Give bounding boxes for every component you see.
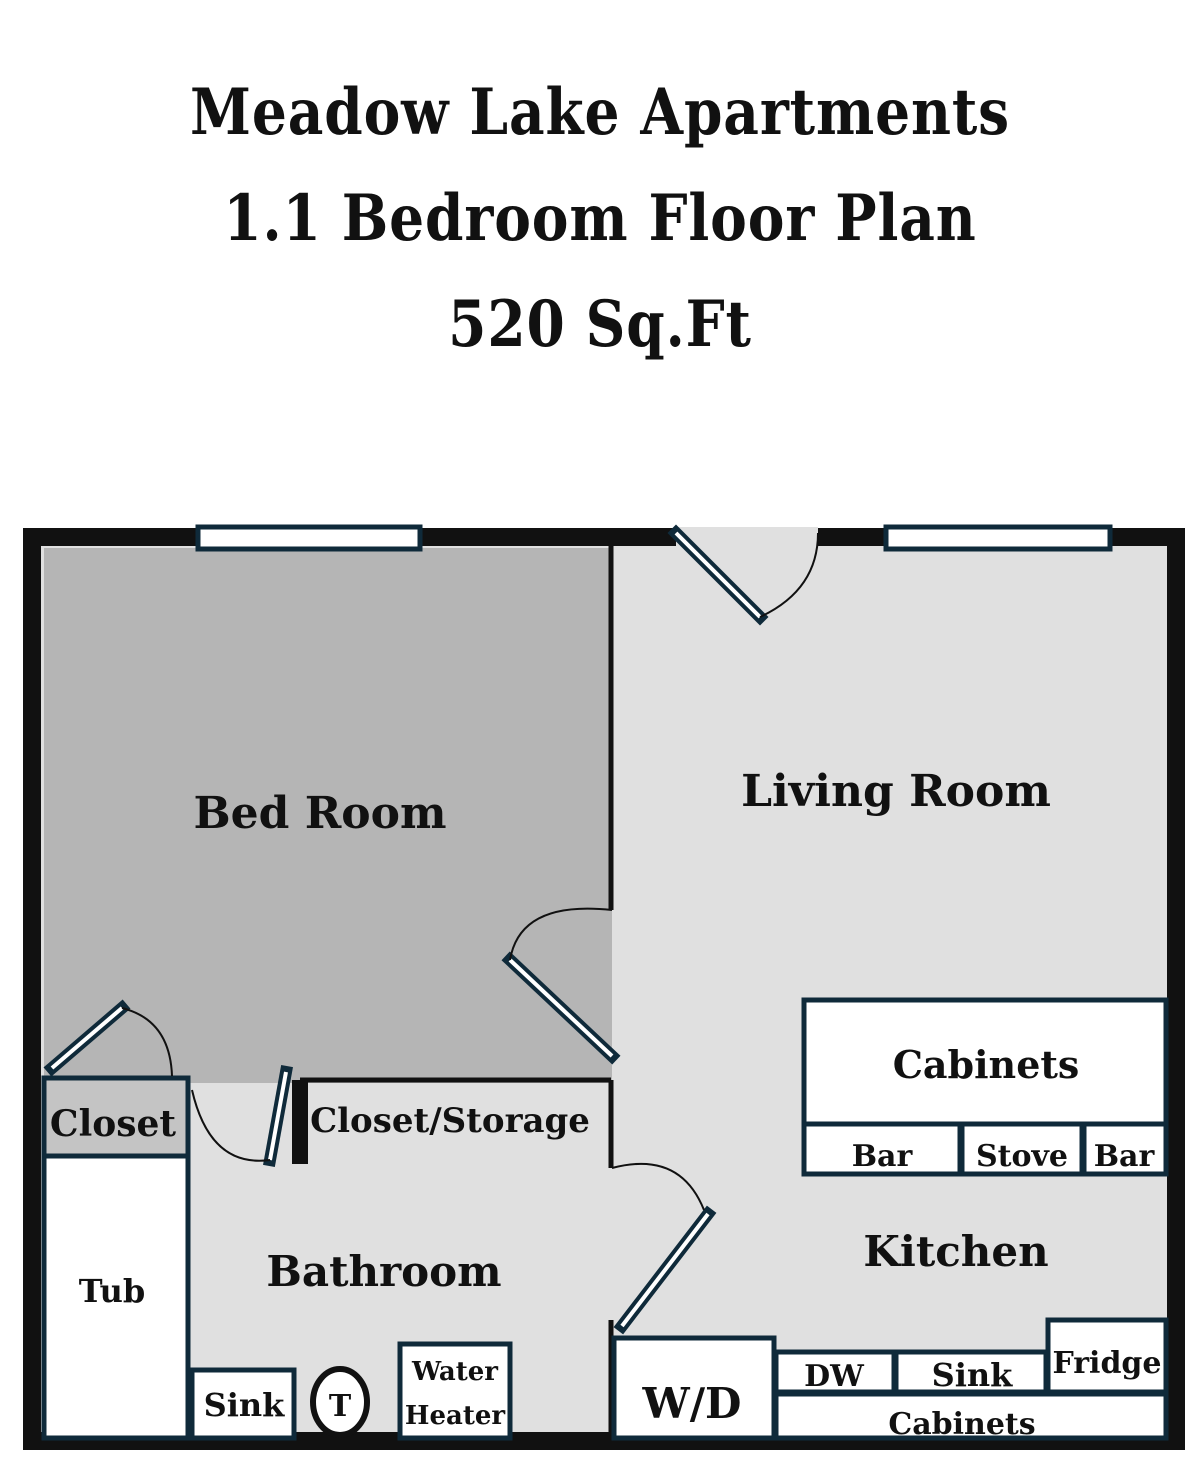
closet-door[interactable] bbox=[43, 999, 173, 1077]
closet-area bbox=[41, 1075, 191, 1159]
kitchen-label: Kitchen bbox=[863, 1227, 1048, 1276]
toilet bbox=[310, 1366, 370, 1438]
kitchen-sink-label: Sink bbox=[932, 1356, 1014, 1394]
bedroom-door[interactable] bbox=[501, 907, 621, 1065]
bar-right bbox=[1081, 1121, 1169, 1177]
kitchen-door[interactable] bbox=[611, 1162, 717, 1335]
floor-plan-title: Meadow Lake Apartments 1.1 Bedroom Floor… bbox=[0, 60, 1200, 378]
entry-door-gap bbox=[676, 527, 818, 547]
bedroom-area bbox=[44, 548, 612, 1083]
bedroom-window bbox=[195, 524, 423, 552]
lower-cabinets bbox=[773, 1391, 1169, 1441]
tub-label: Tub bbox=[79, 1272, 146, 1310]
tub bbox=[41, 1153, 191, 1441]
exterior-wall bbox=[23, 528, 1185, 1450]
bedroom-label: Bed Room bbox=[193, 788, 446, 839]
dishwasher-label: DW bbox=[804, 1359, 865, 1394]
closet-label: Closet bbox=[50, 1103, 177, 1145]
bath-sink bbox=[189, 1367, 297, 1441]
living-room-window bbox=[883, 524, 1113, 552]
stove bbox=[959, 1121, 1085, 1177]
upper-cabinets-label: Cabinets bbox=[893, 1042, 1080, 1087]
stove-label: Stove bbox=[976, 1139, 1068, 1174]
bathroom-label: Bathroom bbox=[266, 1247, 501, 1296]
bath-sink-label: Sink bbox=[204, 1386, 286, 1424]
water-heater-label-1: Water bbox=[411, 1357, 498, 1387]
bar-left-label: Bar bbox=[852, 1139, 914, 1174]
square-footage: 520 Sq.Ft bbox=[448, 287, 752, 362]
entry-door[interactable] bbox=[667, 524, 819, 626]
lower-cabinets-label: Cabinets bbox=[888, 1407, 1035, 1442]
water-heater-label-2: Heater bbox=[405, 1401, 506, 1431]
fridge bbox=[1045, 1317, 1169, 1395]
bar-right-label: Bar bbox=[1094, 1139, 1156, 1174]
property-name: Meadow Lake Apartments bbox=[190, 75, 1010, 150]
toilet-label: T bbox=[329, 1389, 352, 1424]
bar-left bbox=[801, 1121, 963, 1177]
washer-dryer-label: W/D bbox=[642, 1379, 742, 1428]
closet-storage-label: Closet/Storage bbox=[310, 1101, 590, 1141]
plan-name: 1.1 Bedroom Floor Plan bbox=[223, 181, 977, 256]
bathroom-door[interactable] bbox=[191, 1065, 293, 1167]
water-heater bbox=[397, 1341, 513, 1441]
living-room-label: Living Room bbox=[741, 766, 1051, 817]
kitchen-sink bbox=[893, 1349, 1049, 1395]
storage-wall bbox=[292, 1080, 308, 1164]
fridge-label: Fridge bbox=[1052, 1346, 1161, 1381]
washer-dryer bbox=[611, 1335, 777, 1441]
